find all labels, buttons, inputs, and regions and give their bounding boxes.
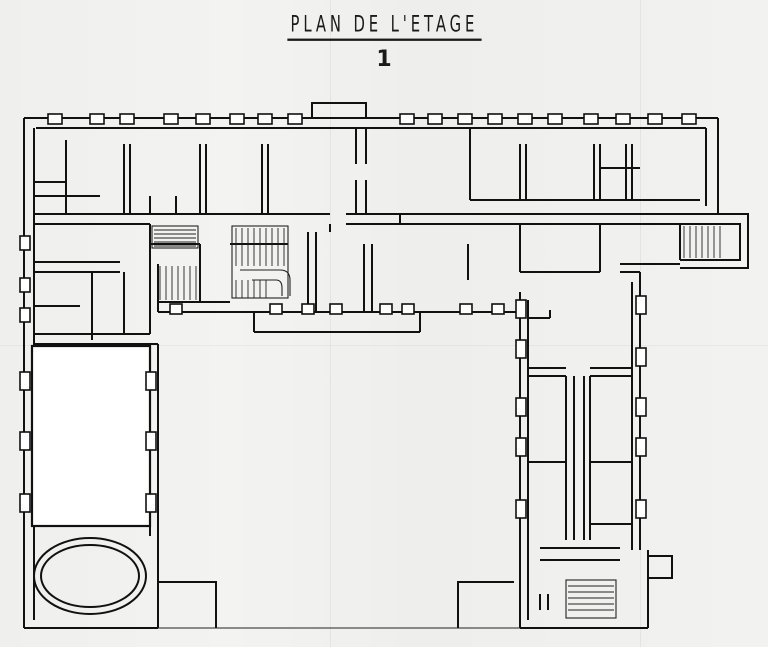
- level-number: 1: [376, 47, 392, 72]
- right-wing-walls: [519, 224, 680, 629]
- right-wing-piers: [515, 295, 647, 519]
- top-wing-walls: [34, 128, 749, 269]
- rear-piers: [169, 303, 505, 315]
- plan-title: PLAN DE L'ETAGE: [286, 12, 482, 41]
- left-wing-walls: [30, 261, 217, 628]
- left-wing-piers: [19, 235, 157, 513]
- facade-piers: [47, 113, 697, 125]
- stair-treads: [154, 226, 721, 300]
- title-block: PLAN DE L'ETAGE 1: [250, 12, 518, 72]
- lower-stair-treads: [568, 585, 614, 611]
- courtyard-outline: [158, 581, 520, 629]
- fold-line: [0, 345, 768, 346]
- fold-line: [330, 0, 331, 647]
